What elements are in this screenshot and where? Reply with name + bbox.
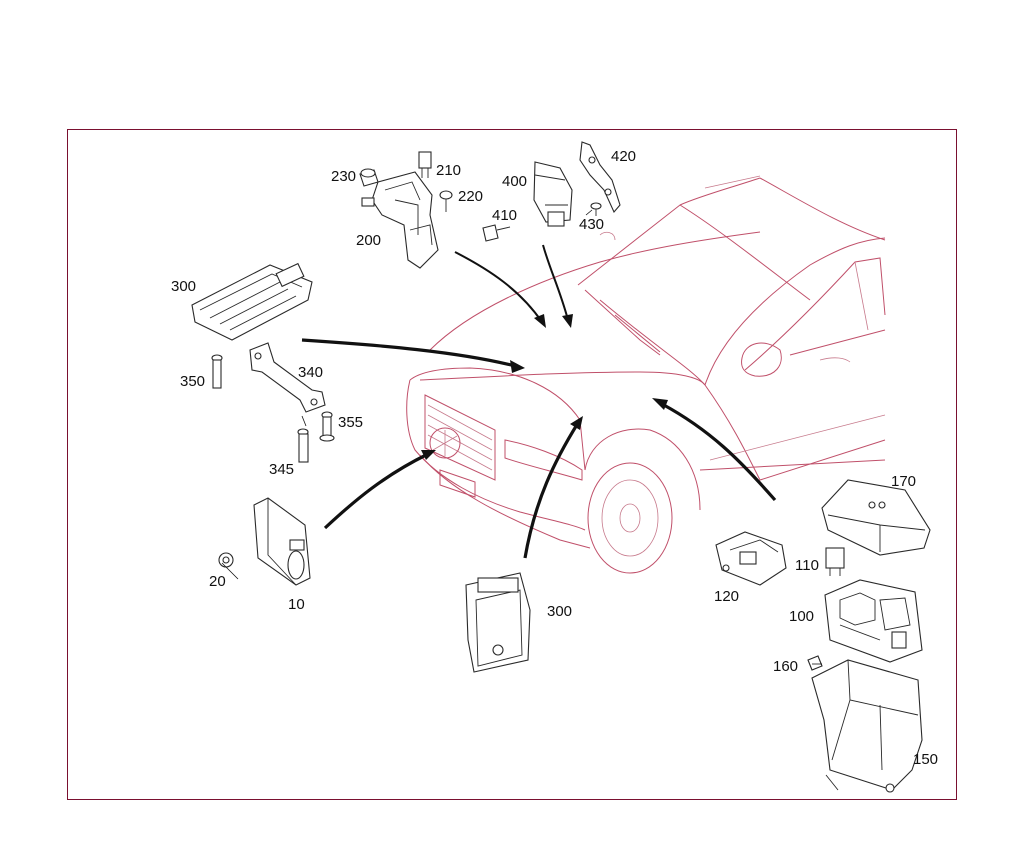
label-10: 10 xyxy=(288,596,305,613)
label-340: 340 xyxy=(298,364,323,381)
part-345-bolt-icon xyxy=(297,428,309,463)
part-150-housing-icon xyxy=(811,659,923,793)
part-220-screw-icon xyxy=(439,190,453,212)
label-170: 170 xyxy=(891,473,916,490)
part-350-bolt-icon xyxy=(211,354,223,389)
part-300-top-ecu-icon xyxy=(191,262,313,341)
part-340-bracket-icon xyxy=(249,342,326,413)
arrows xyxy=(301,244,777,559)
part-210-fuse-icon xyxy=(418,151,432,178)
label-300-top: 300 xyxy=(171,278,196,295)
label-430: 430 xyxy=(579,216,604,233)
part-170-cover-icon xyxy=(821,479,931,556)
label-410: 410 xyxy=(492,207,517,224)
part-160-nut-icon xyxy=(807,655,823,671)
label-110: 110 xyxy=(795,557,819,574)
part-20-nut-icon xyxy=(218,552,234,568)
label-345: 345 xyxy=(269,461,294,478)
part-430-screw-icon xyxy=(590,202,602,216)
label-210: 210 xyxy=(436,162,461,179)
part-420-bracket-icon xyxy=(579,141,621,214)
part-200-fuse-carrier-icon xyxy=(361,171,439,269)
part-300-bottom-ecu-icon xyxy=(465,572,531,673)
car-outline xyxy=(406,175,886,574)
label-20: 20 xyxy=(209,573,226,590)
label-300-bottom: 300 xyxy=(547,603,572,620)
label-200: 200 xyxy=(356,232,381,249)
label-230: 230 xyxy=(331,168,356,185)
label-120: 120 xyxy=(714,588,739,605)
diagram-frame xyxy=(67,129,957,800)
leader-lines xyxy=(221,209,822,665)
part-120-relay-holder-icon xyxy=(715,531,787,586)
part-230-nut-icon xyxy=(359,168,379,187)
label-160: 160 xyxy=(773,658,798,675)
label-355: 355 xyxy=(338,414,363,431)
part-410-bolt-icon xyxy=(482,224,511,242)
label-420: 420 xyxy=(611,148,636,165)
label-400: 400 xyxy=(502,173,527,190)
label-150: 150 xyxy=(913,751,938,768)
label-100: 100 xyxy=(789,608,814,625)
part-355-bolt-icon xyxy=(319,411,335,442)
part-labels: 230 210 220 200 400 410 420 430 300 340 … xyxy=(171,148,938,768)
label-350: 350 xyxy=(180,373,205,390)
label-220: 220 xyxy=(458,188,483,205)
part-10-control-unit-icon xyxy=(253,497,311,586)
part-400-control-unit-icon xyxy=(533,161,573,227)
part-110-relay-icon xyxy=(825,547,845,576)
part-100-fuse-relay-box-icon xyxy=(824,579,923,663)
